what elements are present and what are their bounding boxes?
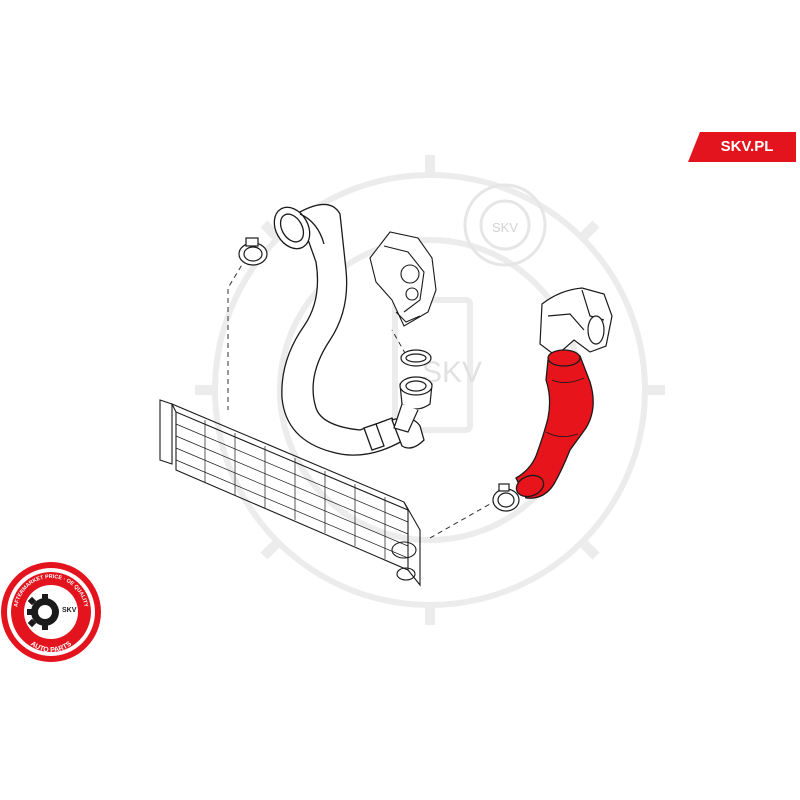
charge-air-hose-highlighted	[515, 349, 594, 499]
charge-air-hose-left	[273, 203, 425, 456]
watermark-top-text: SKV	[492, 220, 518, 235]
turbo-outlet-part	[393, 376, 433, 433]
brand-badge-shape	[688, 132, 796, 162]
skv-seal-logo: SKV AFTERMARKET PRICE · OE QUALITY AUTO …	[1, 562, 101, 662]
small-gear-watermark-icon	[463, 183, 547, 267]
seal-inner-label: SKV	[62, 607, 77, 614]
assembly-guide-lines	[227, 257, 498, 539]
hose-clamp-middle	[400, 349, 432, 367]
hose-clamp-left	[238, 237, 268, 266]
intake-manifold-part	[369, 231, 437, 327]
intercooler-part	[159, 399, 421, 587]
hose-clamp-right	[492, 483, 520, 512]
air-duct-part	[539, 287, 613, 357]
brand-site-label: SKV.PL	[720, 138, 774, 155]
